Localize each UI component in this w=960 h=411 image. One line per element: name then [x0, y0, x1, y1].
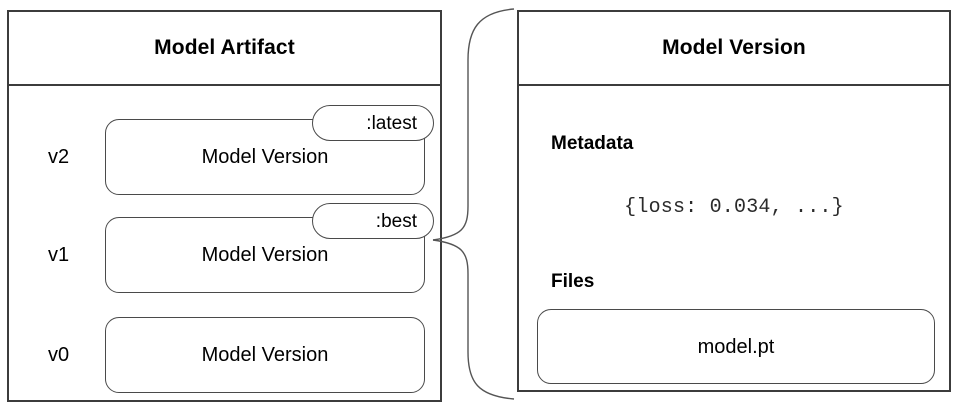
version-row-v0: v0 Model Version	[9, 317, 440, 393]
model-version-body: Metadata {loss: 0.034, ...} Files model.…	[519, 86, 949, 390]
metadata-value-text: {loss: 0.034, ...}	[624, 196, 844, 219]
model-artifact-title: Model Artifact	[154, 36, 295, 59]
version-label-v2: v2	[48, 146, 70, 168]
model-version-box-v0[interactable]: Model Version	[105, 317, 425, 393]
model-artifact-header: Model Artifact	[9, 12, 440, 86]
version-row-v1: v1 Model Version :best	[9, 203, 440, 293]
version-label-v0: v0	[48, 344, 70, 366]
model-artifact-panel: Model Artifact v2 Model Version :latest …	[7, 10, 442, 402]
model-version-box-label-v0: Model Version	[201, 344, 329, 366]
tag-pill-latest[interactable]: :latest	[312, 105, 434, 141]
version-label-v1: v1	[48, 244, 70, 266]
model-version-title: Model Version	[662, 36, 806, 59]
metadata-section-heading: Metadata	[551, 133, 634, 154]
model-version-box-label-v2: Model Version	[201, 146, 329, 168]
file-item-label: model.pt	[697, 335, 775, 358]
model-version-header: Model Version	[519, 12, 949, 86]
version-row-v2: v2 Model Version :latest	[9, 105, 440, 195]
tag-pill-best-label: :best	[375, 210, 417, 232]
files-section-heading: Files	[551, 271, 595, 292]
file-item-model-pt[interactable]: model.pt	[537, 309, 935, 384]
model-version-panel: Model Version Metadata {loss: 0.034, ...…	[517, 10, 951, 392]
model-artifact-body: v2 Model Version :latest v1 Model Versio…	[9, 86, 440, 400]
tag-pill-latest-label: :latest	[366, 112, 417, 134]
model-version-box-label-v1: Model Version	[201, 244, 329, 266]
tag-pill-best[interactable]: :best	[312, 203, 434, 239]
